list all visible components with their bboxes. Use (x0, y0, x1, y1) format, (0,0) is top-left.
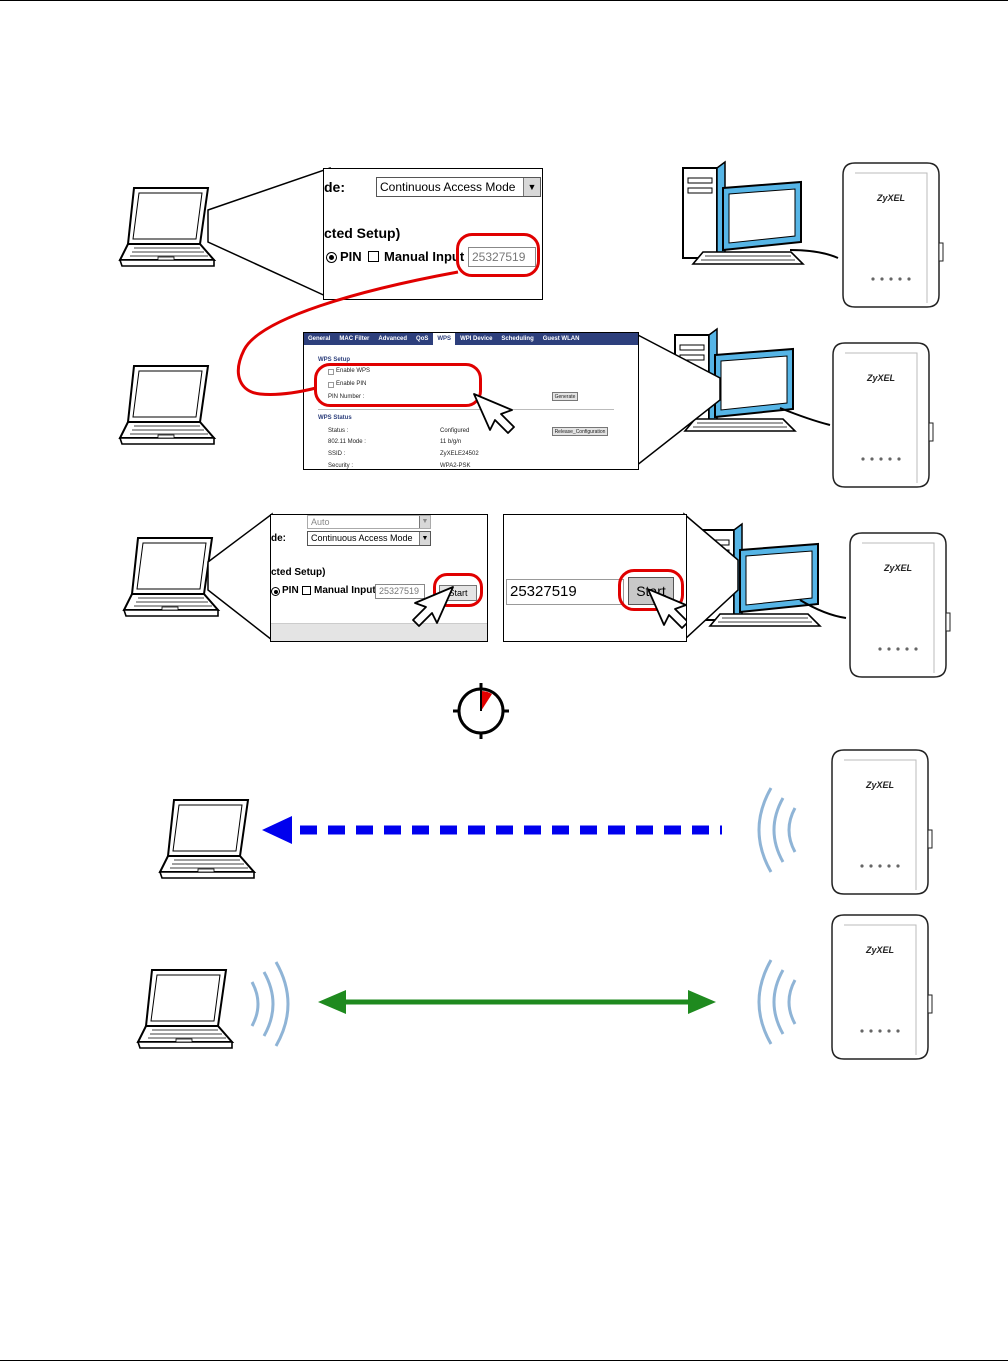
wps-heading: cted Setup) (324, 225, 401, 241)
zyxel-device-icon (832, 342, 934, 488)
pin-field[interactable]: 25327519 (468, 247, 536, 267)
chevron-down-icon: ▼ (523, 178, 540, 196)
laptop-icon (123, 537, 219, 617)
cursor-icon (648, 589, 686, 629)
ethernet-cable (799, 599, 847, 619)
pin-label: PIN (340, 249, 362, 264)
wireless-signal-icon (757, 786, 797, 874)
generate-button[interactable]: Generate (552, 392, 578, 401)
pin-radio[interactable] (326, 252, 337, 263)
tab-wps[interactable]: WPS (433, 333, 456, 345)
zyxel-device-icon (849, 532, 951, 678)
pin-label: PIN (282, 585, 299, 596)
highlight-ring (314, 363, 482, 407)
access-mode-select[interactable]: Continuous Access Mode ▼ (376, 177, 541, 197)
chevron-down-icon: ▼ (419, 516, 430, 528)
tab-wps-device[interactable]: WPI Device (456, 333, 497, 345)
wps-start-panel: Auto ▼ de: Continuous Access Mode ▼ cted… (270, 514, 488, 642)
wps-handshake-arrow (262, 816, 722, 844)
release-configuration-button[interactable]: Release_Configuration (552, 427, 608, 436)
zoom-callout (207, 166, 331, 300)
pin-radio[interactable] (271, 587, 280, 596)
mode-label: de: (324, 179, 345, 195)
tab-guest-wlan[interactable]: Guest WLAN (538, 333, 584, 345)
top-rule (0, 0, 1008, 1)
device-wps-start-panel: 25327519 Start (503, 514, 687, 642)
tab-qos[interactable]: QoS (412, 333, 433, 345)
divider (318, 409, 614, 410)
pin-value: 25327519 (379, 586, 420, 596)
wps-pin-panel: de: Continuous Access Mode ▼ cted Setup)… (323, 168, 543, 300)
wps-settings-panel: General MAC Filter Advanced QoS WPS WPI … (303, 332, 639, 470)
laptop-icon (119, 187, 215, 267)
wireless-signal-icon (757, 958, 797, 1046)
tab-scheduling[interactable]: Scheduling (497, 333, 538, 345)
access-mode-select[interactable]: Continuous Access Mode ▼ (307, 531, 431, 546)
timer-icon (453, 683, 509, 739)
highlight-ring (456, 233, 540, 277)
ssid-label: SSID : (328, 451, 346, 457)
manual-input-checkbox[interactable] (302, 586, 311, 595)
cursor-icon (412, 586, 454, 627)
laptop-icon (159, 799, 255, 879)
zyxel-device-icon (831, 749, 933, 895)
zyxel-device-icon (842, 162, 944, 308)
laptop-icon (119, 365, 215, 445)
bottom-rule (0, 1360, 1008, 1361)
chevron-down-icon: ▼ (419, 532, 430, 545)
pin-value: 25327519 (510, 583, 577, 600)
tab-general[interactable]: General (304, 333, 335, 345)
desktop-pc-icon (682, 161, 804, 265)
tab-advanced[interactable]: Advanced (374, 333, 412, 345)
pin-field[interactable]: 25327519 (375, 584, 425, 599)
mode-value: 11 b/g/n (440, 439, 462, 445)
zyxel-device-icon (831, 914, 933, 1060)
laptop-icon (137, 969, 233, 1049)
manual-input-label: Manual Input (314, 585, 376, 596)
mode-label: de: (271, 533, 286, 544)
auto-value: Auto (311, 517, 330, 527)
tab-mac-filter[interactable]: MAC Filter (335, 333, 374, 345)
status-label: Status : (328, 428, 349, 434)
highlight-ring (618, 569, 684, 611)
highlight-ring (433, 573, 483, 607)
auto-select[interactable]: Auto ▼ (307, 515, 431, 529)
access-mode-value: Continuous Access Mode (311, 533, 413, 543)
connection-arrow (318, 990, 716, 1014)
security-value: WPA2-PSK (440, 463, 471, 469)
wireless-signal-icon (250, 961, 290, 1047)
pin-field[interactable]: 25327519 (506, 579, 624, 605)
manual-input-label: Manual Input (384, 249, 465, 264)
status-value: Configured (440, 428, 470, 434)
status-bar (271, 623, 487, 641)
zoom-callout (207, 512, 273, 642)
pin-value: 25327519 (472, 250, 526, 264)
mode-label: 802.11 Mode : (328, 439, 366, 445)
settings-tab-bar: General MAC Filter Advanced QoS WPS WPI … (304, 333, 638, 345)
manual-input-checkbox[interactable] (368, 251, 379, 262)
ethernet-cable (779, 407, 831, 426)
ethernet-cable (789, 249, 839, 259)
ssid-value: ZyXELE24502 (440, 451, 479, 457)
wps-heading: cted Setup) (271, 567, 326, 578)
wps-status-title: WPS Status (318, 415, 352, 421)
access-mode-value: Continuous Access Mode (380, 180, 516, 194)
pin-number-label: PIN Number : (328, 394, 365, 400)
security-label: Security : (328, 463, 354, 469)
